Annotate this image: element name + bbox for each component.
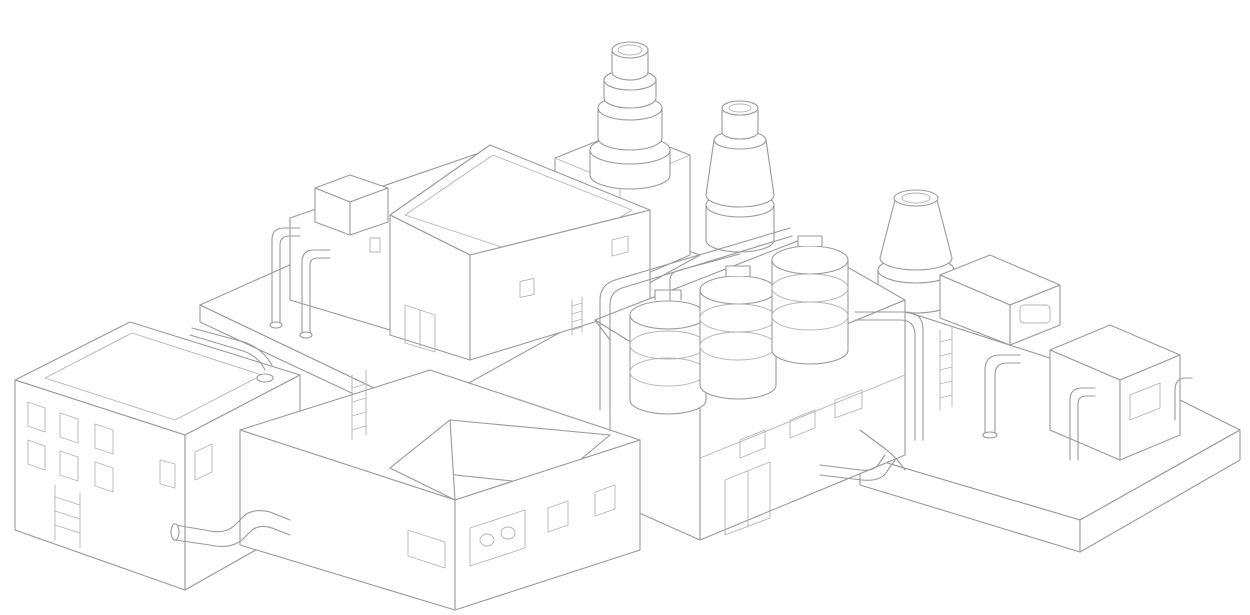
storage-tank-3 [771, 235, 849, 365]
tank-bottom-pipe [819, 454, 896, 481]
right-machine-lower [1049, 324, 1193, 461]
front-curved-pipe [170, 509, 291, 547]
central-ladder [571, 296, 583, 336]
storage-tank-2 [699, 265, 777, 400]
overhead-pipes [599, 227, 924, 471]
front-long-building [239, 369, 641, 611]
central-building [289, 144, 651, 361]
chimney-stack-1 [589, 41, 671, 190]
right-machine-upper [939, 254, 1061, 346]
tank-ladder [939, 326, 953, 411]
storage-tank-1 [629, 289, 707, 415]
chimney-stack-2 [705, 100, 775, 253]
platform-ladder [351, 369, 367, 441]
central-left-pipes [269, 227, 331, 339]
left-building-pipes [189, 327, 274, 383]
right-small-pipes [982, 354, 1021, 439]
rooftop-box [314, 174, 389, 236]
